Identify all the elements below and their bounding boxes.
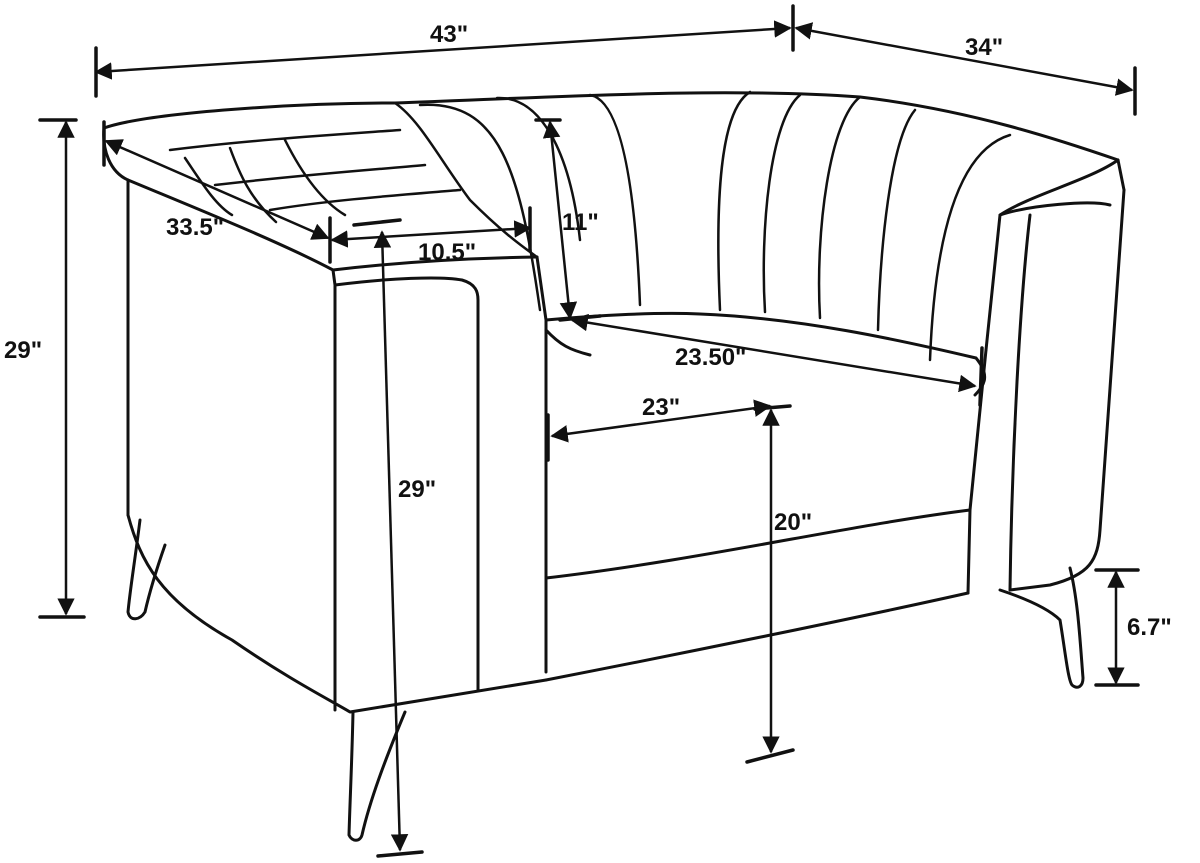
label-overall-height-center: 29" <box>398 476 436 503</box>
dim-center-height-line <box>373 230 409 852</box>
chair-outline <box>102 90 1126 842</box>
dimension-lines <box>38 4 1140 858</box>
label-seat-width: 23" <box>642 394 680 421</box>
dim-overall-depth-line <box>794 22 1134 96</box>
label-seat-height: 20" <box>774 509 812 536</box>
dim-overall-width-line <box>94 20 792 80</box>
dim-arm-length-line <box>104 139 330 240</box>
label-back-height: 11" <box>562 209 599 236</box>
dim-seat-depth-line <box>570 313 977 393</box>
label-arm-width: 10.5" <box>418 239 476 266</box>
label-overall-depth: 34" <box>965 34 1003 61</box>
label-overall-height-left: 29" <box>4 337 42 364</box>
label-leg-height: 6.7" <box>1127 614 1172 641</box>
label-arm-length: 33.5" <box>166 214 224 241</box>
dimension-labels: 43" 34" 33.5" 10.5" 11" 29" 29" 23.50" 2… <box>4 21 1172 641</box>
dim-back-height-line <box>542 120 578 320</box>
label-overall-width: 43" <box>430 21 468 48</box>
label-seat-depth: 23.50" <box>675 344 746 371</box>
dim-arm-width-line <box>330 220 532 248</box>
dim-seat-width-line <box>550 399 772 443</box>
